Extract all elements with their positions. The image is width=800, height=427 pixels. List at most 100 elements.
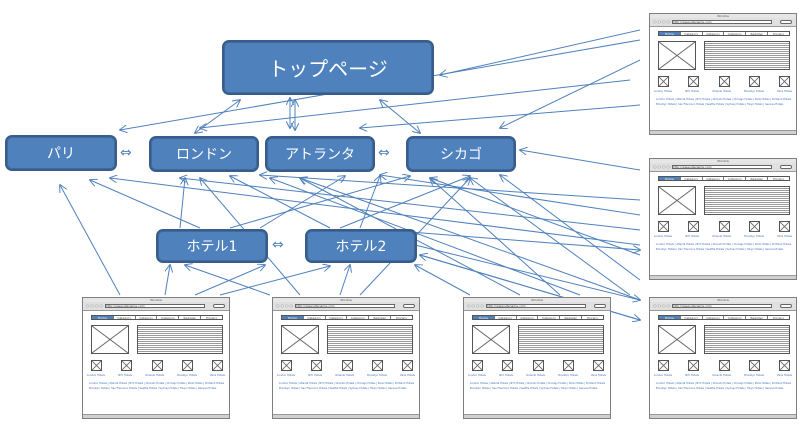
wireframe-link-row-1: London Hotels | Atlanta Hotels | NYC Hot… <box>656 98 792 101</box>
thumbnail-caption: Paris Hotels <box>210 374 225 377</box>
wireframe-nav: Home Category Category Category Register… <box>658 176 790 181</box>
node-atlanta[interactable]: アトランタ <box>265 136 375 172</box>
connector-hotel1-hotel2: ⇔ <box>272 237 284 253</box>
wireframe-nav: Home Category Category Category Register… <box>91 315 223 320</box>
wireframe-url-field: http://www.sitename.com <box>672 304 772 308</box>
wireframe-url-field: http://www.sitename.com <box>672 165 772 169</box>
wireframe-browser-bar: ○○○○ http://www.sitename.com <box>650 302 796 311</box>
thumbnail-image-icon <box>593 360 604 371</box>
wireframe-tab: Register <box>746 177 769 180</box>
wireframe-tab: Register <box>369 316 392 319</box>
wireframe-tab: Register <box>560 316 583 319</box>
wireframe-search-field <box>403 304 415 308</box>
link-arrow <box>180 178 641 231</box>
wireframe-tab: Privacy <box>773 316 784 319</box>
node-paris[interactable]: パリ <box>5 135 117 171</box>
thumbnail-caption: Brooklyn Hotels <box>744 374 764 377</box>
wireframe-status-bar <box>650 275 796 279</box>
wireframe-tab: Register <box>179 316 202 319</box>
wireframe-status-bar <box>83 414 229 418</box>
thumbnail-caption: Brooklyn Hotels <box>744 90 764 93</box>
thumbnail-caption: Paris Hotels <box>777 90 792 93</box>
wireframe-url-field: http://www.sitename.com <box>672 20 772 24</box>
wireframe-tab: Privacy <box>773 32 784 35</box>
link-arrow <box>520 150 641 171</box>
thumbnail-caption: NYC Hotels <box>685 235 699 238</box>
wireframe-tab: Category <box>703 177 725 180</box>
link-arrow <box>414 244 640 300</box>
wireframe-tab: Category <box>495 316 517 319</box>
wireframe-link-row-1: London Hotels | Atlanta Hotels | NYC Hot… <box>656 243 792 246</box>
wireframe-tab: Category <box>136 316 158 319</box>
thumbnail-caption: London Hotels <box>468 374 486 377</box>
node-chicago[interactable]: シカゴ <box>406 136 516 172</box>
link-arrow <box>500 175 641 281</box>
wireframe-url-field: http://www.sitename.com <box>486 304 586 308</box>
browser-buttons-icon: ○○○○ <box>653 164 671 169</box>
wireframe-tab: Privacy <box>773 177 784 180</box>
node-hotel-1[interactable]: ホテル1 <box>156 229 268 263</box>
wireframe-status-bar <box>464 414 610 418</box>
wireframe-nav: Home Category Category Category Register… <box>658 315 790 320</box>
wireframe-tab: Home <box>659 316 681 319</box>
wireframe-captions: London Hotels NYC Hotels Orlando Hotels … <box>654 235 792 238</box>
wireframe-text-block <box>704 186 790 215</box>
thumbnail-image-icon <box>371 360 383 371</box>
wireframe-tab: Register <box>746 32 769 35</box>
thumbnail-caption: Orlando Hotels <box>145 374 164 377</box>
wireframe-window-title: Window <box>650 14 796 18</box>
wireframe-tab: Home <box>473 316 495 319</box>
wireframe-tab: Category <box>347 316 370 319</box>
wireframe-text-block <box>137 325 223 354</box>
wireframe-nav: Home Category Category Category Register… <box>472 315 604 320</box>
wireframe-tab: Category <box>304 316 326 319</box>
link-arrow <box>300 178 641 301</box>
wireframe-tab: Category <box>114 316 136 319</box>
wireframe-captions: London Hotels NYC Hotels Orlando Hotels … <box>87 374 225 377</box>
page-wireframe: Window ○○○○ http://www.sitename.com Home… <box>272 297 420 419</box>
node-london[interactable]: ロンドン <box>149 136 259 172</box>
page-wireframe: Window ○○○○ http://www.sitename.com Home… <box>649 13 797 135</box>
link-arrow <box>90 180 201 229</box>
connector-paris-london: ⇔ <box>120 145 132 161</box>
wireframe-link-row-2: Brooklyn Hotels | San Francisco Hotels |… <box>656 248 784 251</box>
wireframe-tab: Home <box>92 316 114 319</box>
node-hotel-1-label: ホテル1 <box>186 239 238 255</box>
node-paris-label: パリ <box>47 146 75 162</box>
thumbnail-image-icon <box>151 360 163 371</box>
wireframe-link-row-2: Brooklyn Hotels | San Francisco Hotels |… <box>89 387 217 390</box>
wireframe-link-row-2: Brooklyn Hotels | San Francisco Hotels |… <box>656 387 784 390</box>
thumbnail-caption: Paris Hotels <box>591 374 606 377</box>
link-arrow <box>380 175 641 216</box>
thumbnail-image-icon <box>121 360 133 371</box>
node-top-page[interactable]: トップページ <box>222 40 434 95</box>
wireframe-window-title: Window <box>464 298 610 302</box>
wireframe-captions: London Hotels NYC Hotels Orlando Hotels … <box>654 374 792 377</box>
wireframe-tab: Category <box>681 316 703 319</box>
node-hotel-2[interactable]: ホテル2 <box>305 229 417 263</box>
thumbnail-image-icon <box>472 360 483 371</box>
thumbnail-image-icon <box>779 221 790 232</box>
thumbnail-image-icon <box>748 221 760 232</box>
wireframe-main-image-icon <box>472 325 510 354</box>
thumbnail-caption: Brooklyn Hotels <box>558 374 578 377</box>
wireframe-tab: Category <box>681 177 703 180</box>
wireframe-captions: London Hotels NYC Hotels Orlando Hotels … <box>654 90 792 93</box>
wireframe-search-field <box>780 165 792 169</box>
link-arrow <box>430 178 641 256</box>
thumbnail-caption: Orlando Hotels <box>712 235 731 238</box>
thumbnail-caption: London Hotels <box>87 374 105 377</box>
thumbnail-caption: NYC Hotels <box>499 374 513 377</box>
wireframe-browser-bar: ○○○○ http://www.sitename.com <box>464 302 610 311</box>
thumbnail-caption: London Hotels <box>654 235 672 238</box>
link-arrow <box>229 176 410 229</box>
node-london-label: ロンドン <box>176 147 232 163</box>
wireframe-main-image-icon <box>658 186 696 215</box>
wireframe-tab: Privacy <box>206 316 217 319</box>
wireframe-tab: Category <box>538 316 561 319</box>
wireframe-url-field: http://www.sitename.com <box>295 304 395 308</box>
wireframe-tab: Category <box>724 32 747 35</box>
page-wireframe: Window ○○○○ http://www.sitename.com Home… <box>463 297 611 419</box>
link-arrow <box>60 185 121 296</box>
wireframe-text-block <box>704 325 790 354</box>
